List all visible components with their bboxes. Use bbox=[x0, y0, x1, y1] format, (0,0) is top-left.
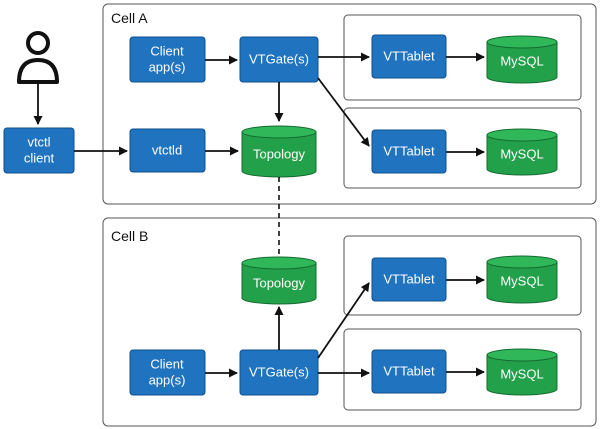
cell-b-vtgate-to-tablet-1-arrow bbox=[317, 282, 370, 359]
cell-a-mysql-2-node: MySQL bbox=[486, 128, 558, 176]
vtctl-client-line-1: vtctl bbox=[27, 134, 50, 149]
cell-a-topology-label: Topology bbox=[253, 146, 306, 161]
cell-a-mysql-1-label: MySQL bbox=[500, 53, 543, 68]
cell-a-vttablet-1-label: VTTablet bbox=[383, 48, 435, 63]
cell-b-topology-node: Topology bbox=[241, 256, 317, 305]
cell-b-vttablet-2-label: VTTablet bbox=[383, 363, 435, 378]
cell-a-mysql-1-node: MySQL bbox=[486, 35, 558, 84]
cell-b-mysql-1-node: MySQL bbox=[486, 255, 558, 304]
cell-b-client-apps-line-1: Client bbox=[150, 356, 184, 371]
cell-b-vttablet-2-node: VTTablet bbox=[371, 349, 447, 394]
cell-a-mysql-2-label: MySQL bbox=[500, 146, 543, 161]
cell-b-label: Cell B bbox=[111, 228, 148, 244]
cell-a-vtgate-node: VTGate(s) bbox=[239, 36, 319, 83]
cell-b-topology-label: Topology bbox=[253, 275, 306, 290]
cell-a-vttablet-2-node: VTTablet bbox=[371, 129, 447, 174]
cell-a-client-apps-line-1: Client bbox=[150, 43, 184, 58]
cell-a-vttablet-1-node: VTTablet bbox=[371, 34, 447, 79]
person-icon bbox=[17, 31, 59, 84]
vtctl-client-line-2: client bbox=[24, 150, 55, 165]
cell-a-vtgate-label: VTGate(s) bbox=[249, 51, 309, 66]
cell-a-vttablet-2-label: VTTablet bbox=[383, 143, 435, 158]
cell-b-client-apps-line-2: app(s) bbox=[149, 372, 186, 387]
cell-a-vtgate-to-tablet-2-arrow bbox=[317, 77, 370, 147]
cell-b-vttablet-1-label: VTTablet bbox=[383, 271, 435, 286]
cell-a-client-apps-line-2: app(s) bbox=[149, 59, 186, 74]
cell-b-mysql-1-label: MySQL bbox=[500, 273, 543, 288]
vtctld-node: vtctld bbox=[129, 128, 206, 173]
cell-b-vtgate-label: VTGate(s) bbox=[249, 364, 309, 379]
cell-a-label: Cell A bbox=[111, 10, 148, 26]
cell-b-mysql-2-label: MySQL bbox=[500, 366, 543, 381]
vtctl-client-node: vtctl client bbox=[3, 127, 75, 174]
cell-a-client-apps-node: Client app(s) bbox=[129, 36, 206, 83]
cell-b-vtgate-node: VTGate(s) bbox=[239, 349, 319, 396]
cell-b-client-apps-node: Client app(s) bbox=[129, 349, 206, 396]
cell-b-mysql-2-node: MySQL bbox=[486, 348, 558, 396]
cell-b-vttablet-1-node: VTTablet bbox=[371, 257, 447, 302]
vtctld-label: vtctld bbox=[152, 142, 182, 157]
cell-a-topology-node: Topology bbox=[241, 125, 317, 178]
